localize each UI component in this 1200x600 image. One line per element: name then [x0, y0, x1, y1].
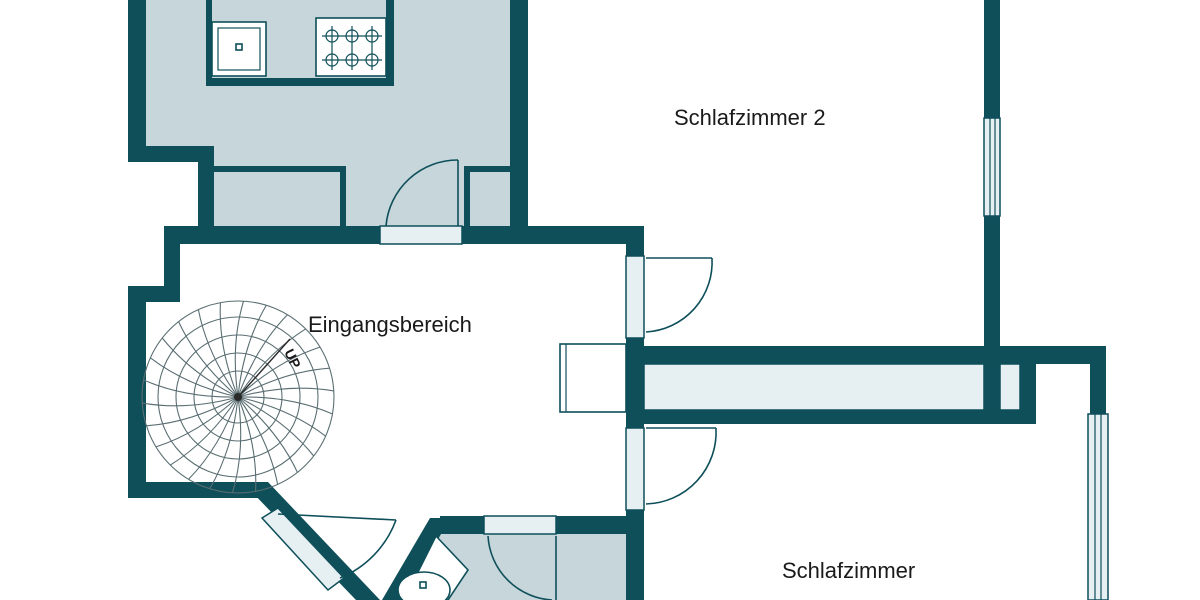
- stair-direction-arrow: [237, 338, 291, 398]
- stair-tread: [234, 301, 245, 398]
- doors: [277, 159, 717, 600]
- door-wc: [487, 535, 557, 600]
- door-frame-kitchen: [379, 225, 463, 245]
- kitchen-fixtures: [211, 17, 387, 77]
- stair-tread: [237, 328, 306, 398]
- stove: [315, 17, 387, 77]
- door-frame-bedroom: [625, 427, 645, 511]
- stair-tread: [237, 346, 321, 398]
- stair-tread: [237, 396, 257, 492]
- wc-fixtures: [397, 534, 470, 600]
- stair-tread: [142, 396, 239, 407]
- stair-tread: [237, 396, 279, 485]
- windows: [260, 117, 1109, 600]
- spiral-staircase: [141, 300, 335, 494]
- door-bedroom: [645, 427, 717, 505]
- walls: [128, 0, 1106, 600]
- stair-tread: [237, 396, 315, 457]
- corridor-niche: [999, 363, 1021, 411]
- kitchen-lower-floor: [212, 150, 514, 228]
- entrance-fixtures: [559, 343, 627, 413]
- stair-tread: [170, 396, 239, 466]
- stair-ring: [141, 300, 335, 494]
- stair-tread: [237, 367, 330, 398]
- stair-tread: [155, 396, 239, 448]
- room-label-bedroom: Schlafzimmer: [782, 558, 915, 583]
- stair-tread: [237, 396, 326, 437]
- window-bedroom: [1087, 413, 1109, 600]
- wardrobe-cabinet: [559, 343, 627, 413]
- stair-tread: [146, 396, 239, 427]
- door-frame-bedroom-2: [625, 255, 645, 339]
- stair-tread: [143, 379, 239, 398]
- stair-tread: [237, 314, 288, 398]
- stair-tread: [188, 396, 239, 480]
- door-diagonal: [277, 513, 397, 579]
- stair-tread: [209, 396, 239, 490]
- stair-tread: [237, 387, 334, 398]
- stair-tread: [219, 302, 239, 398]
- stair-ring: [175, 334, 301, 460]
- door-frame-wc: [483, 515, 557, 535]
- stairs-up-label: UP: [281, 346, 304, 370]
- door-kitchen: [385, 159, 459, 227]
- stair-tread: [237, 396, 298, 473]
- stair-tread: [237, 396, 333, 415]
- stair-tread: [237, 304, 267, 398]
- room-label-entrance: Eingangsbereich: [308, 312, 472, 337]
- stair-ring: [193, 352, 283, 442]
- door-frame-diagonal: [260, 507, 346, 592]
- stair-ring: [211, 370, 265, 424]
- stove-burners: [322, 26, 382, 70]
- stair-tread: [197, 309, 239, 398]
- stair-tread: [231, 396, 242, 493]
- stair-ring: [157, 316, 319, 478]
- stair-tread: [150, 357, 239, 398]
- window-bedroom-2: [983, 117, 1001, 217]
- stair-tread: [161, 337, 239, 398]
- stair-tread: [178, 321, 239, 398]
- corridor-wardrobe: [643, 363, 985, 411]
- tiled-floors: [146, 0, 626, 600]
- room-label-bedroom-2: Schlafzimmer 2: [674, 105, 826, 130]
- door-bedroom-2: [645, 257, 713, 333]
